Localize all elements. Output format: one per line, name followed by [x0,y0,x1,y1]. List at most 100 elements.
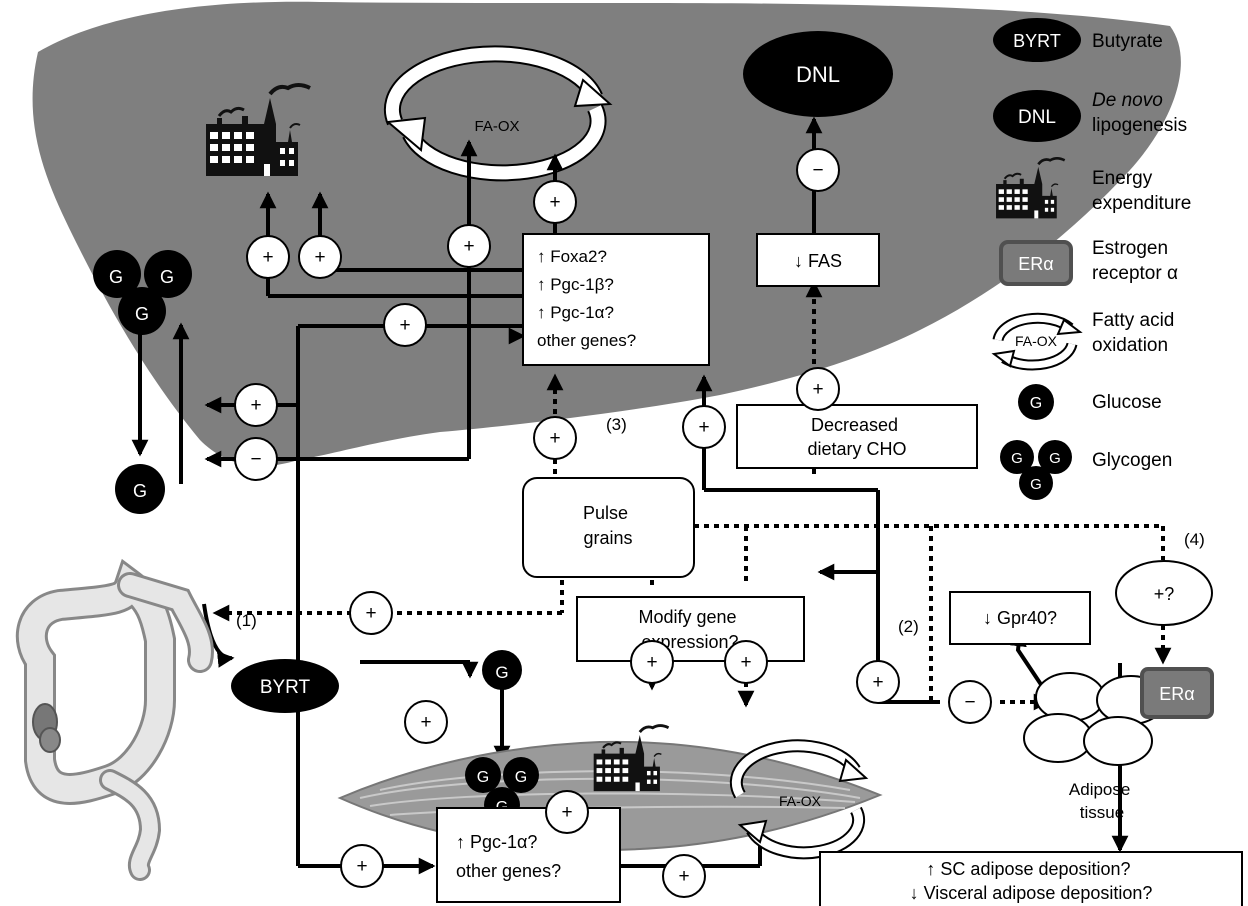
svg-text:+: + [678,866,689,887]
plus-sign-10: + [682,405,726,449]
legend-label-4-0: Fatty acid [1092,310,1174,331]
plus-sign-9: + [533,416,577,460]
legend-label-1-0: De novo [1092,90,1163,111]
gpr40-label: ↓ Gpr40? [983,608,1057,628]
pathway-2-label: (2) [898,617,919,636]
plus-sign-0: + [246,235,290,279]
byrt-oval [231,659,339,713]
decreased-cho-line2: dietary CHO [807,439,906,459]
muscle-glycogen-icon: G G G [465,757,539,823]
svg-text:G: G [515,769,527,786]
plus-question-oval [1115,560,1213,626]
svg-text:BYRT: BYRT [1013,31,1061,51]
outcome-visceral: ↓ Visceral adipose deposition? [910,883,1153,903]
gpr40-box [949,591,1091,645]
pulse-grains-line1: Pulse [583,503,628,523]
svg-text:+: + [365,603,376,624]
plus-sign-2: + [447,224,491,268]
svg-text:+: + [872,672,883,693]
plus-sign-6: + [383,303,427,347]
svg-text:Pulse grains: Pulse grains [583,503,633,548]
dnl-label: DNL [796,62,840,87]
svg-text:−: − [964,692,975,713]
svg-text:+: + [698,417,709,438]
plus-sign-17: + [545,790,589,834]
svg-text:+: + [561,802,572,823]
outcome-sc: ↑ SC adipose deposition? [926,859,1130,879]
minus-sign-16: − [948,680,992,724]
gene-other: other genes? [537,331,636,350]
svg-text:+: + [549,428,560,449]
legend-label-3-0: Estrogen [1092,238,1168,259]
plus-sign-5: + [796,367,840,411]
svg-text:↑ Foxa2? ↑ Pgc-1β? ↑ P: ↑ Foxa2? ↑ Pgc-1β? ↑ Pgc-1α? other genes… [537,247,636,350]
muscle-fa-ox-label: FA-OX [779,793,822,809]
plus-sign-1: + [298,235,342,279]
svg-text:G: G [1011,450,1023,467]
minus-sign-8: − [234,437,278,481]
plus-sign-7: + [234,383,278,427]
legend-label-6-0: Glycogen [1092,450,1172,471]
svg-text:Adipose tissue: Adipose tissue [1069,780,1135,822]
legend-label-2-0: Energy [1092,168,1153,189]
decreased-cho-box [736,404,978,469]
svg-text:G: G [160,267,174,287]
legend-item-1: DNL De novo lipogenesis [993,90,1187,142]
svg-text:FA-OX: FA-OX [1015,333,1058,349]
svg-text:↑ Pgc-1α? other genes?: ↑ Pgc-1α? other genes? [456,832,561,881]
svg-text:+: + [740,652,751,673]
legend-item-2: Energy expenditure [994,156,1191,220]
blood-glucose-icon [115,464,165,514]
byrt-label: BYRT [260,677,311,698]
svg-text:DNL: DNL [1018,107,1056,128]
plus-sign-18: + [340,844,384,888]
plus-sign-19: + [662,854,706,898]
colon-icon [15,558,214,881]
muscle-glucose-icon [482,650,522,690]
minus-sign-4: − [796,148,840,192]
er-alpha-box [1140,667,1214,719]
svg-text:−: − [812,160,823,181]
fas-label: ↓ FAS [794,251,842,271]
plus-sign-14: + [724,640,768,684]
svg-text:+: + [420,712,431,733]
pathway-1-label: (1) [236,611,257,630]
svg-text:+: + [399,315,410,336]
legend-label-1-1: lipogenesis [1092,115,1187,136]
decreased-cho-line1: Decreased [811,415,898,435]
muscle-gene-pgc1a: ↑ Pgc-1α? [456,832,537,852]
pathway-4-label: (4) [1184,530,1205,549]
er-alpha-label: ERα [1159,684,1194,704]
pathway-3-label: (3) [606,415,627,434]
svg-text:↑ SC adipose deposition? ↓: ↑ SC adipose deposition? ↓ Visceral adip… [910,859,1153,903]
legend-label-4-1: oxidation [1092,335,1168,356]
svg-text:G: G [477,769,489,786]
muscle-genes-box [436,807,621,903]
svg-text:+: + [314,247,325,268]
gene-pgc1b: ↑ Pgc-1β? [537,275,614,294]
gene-pgc1a: ↑ Pgc-1α? [537,303,614,322]
legend-item-4: FA-OX Fatty acid oxidation [991,310,1174,371]
glucose-icon: G [1018,384,1054,420]
svg-text:G: G [109,267,123,287]
plus-sign-15: + [856,660,900,704]
liver-glycogen-icon: G G G [93,250,192,335]
svg-text:Decreased dietary CHO: Decreased dietary CHO [807,415,906,459]
svg-text:G: G [1030,395,1042,412]
svg-text:+: + [646,652,657,673]
blood-glucose-label: G [133,481,147,501]
gene-foxa2: ↑ Foxa2? [537,247,607,266]
fas-box [756,233,880,287]
estrogen-receptor-icon: ERα [999,240,1073,286]
legend-label-2-1: expenditure [1092,193,1191,214]
muscle-gene-other: other genes? [456,861,561,881]
plus-sign-13: + [630,640,674,684]
adipose-line2: tissue [1080,803,1124,822]
plus-sign-11: + [349,591,393,635]
